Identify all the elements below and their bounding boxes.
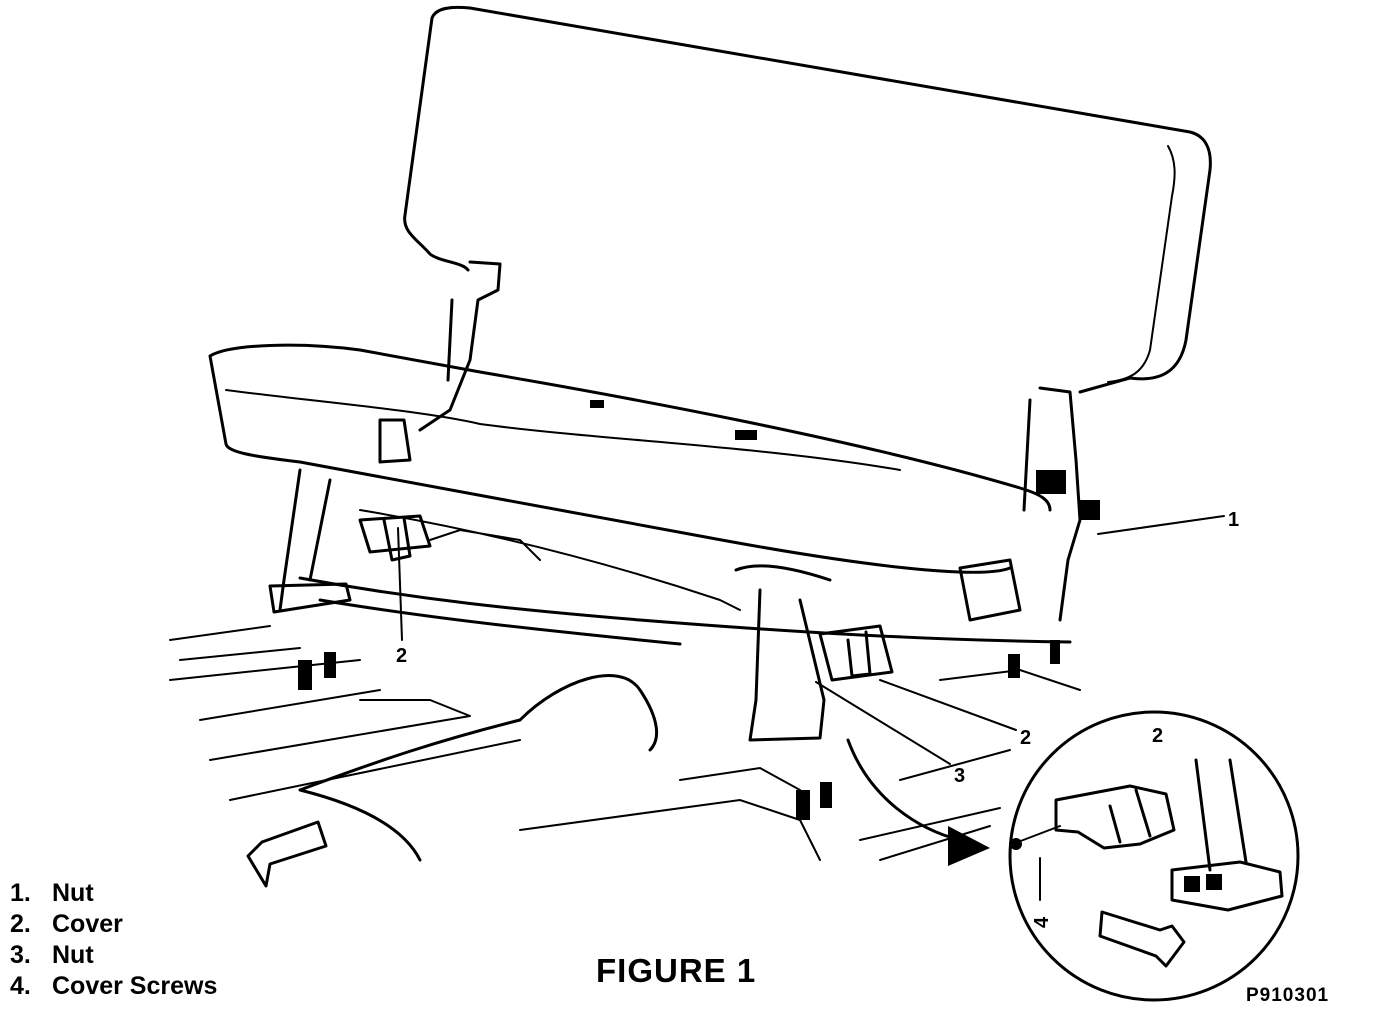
detail-cover bbox=[1054, 784, 1176, 850]
seat-cushion bbox=[208, 343, 1052, 574]
callout-cover-left: 2 bbox=[396, 645, 407, 667]
legend-number: 2. bbox=[10, 910, 31, 938]
callout-detail-screws: 4 bbox=[1031, 916, 1053, 928]
leader-nut-right bbox=[1097, 515, 1225, 535]
legend-item: 1. Nut bbox=[10, 878, 217, 909]
legend-item: 4. Cover Screws bbox=[10, 971, 217, 1002]
seat-cushion-seam bbox=[225, 389, 901, 471]
cushion-buttons bbox=[590, 400, 757, 440]
front-direction-arrow bbox=[246, 820, 328, 888]
seat-back bbox=[403, 5, 1212, 394]
floor-pan bbox=[169, 625, 1081, 861]
leader-cover-center bbox=[879, 679, 1017, 731]
leader-nut-center bbox=[815, 681, 951, 765]
left-hinge-bracket bbox=[378, 260, 502, 464]
legend-number: 4. bbox=[10, 972, 31, 1000]
detail-arrow bbox=[846, 738, 962, 842]
callout-detail-cover: 2 bbox=[1152, 725, 1163, 747]
seat-frame-center-leg bbox=[734, 564, 832, 742]
detail-screw-leader bbox=[1017, 825, 1061, 901]
legend-label: Cover Screws bbox=[52, 972, 218, 1000]
floor-tunnel bbox=[298, 674, 659, 862]
legend-label: Nut bbox=[52, 879, 94, 907]
legend-item: 3. Nut bbox=[10, 940, 217, 971]
figure-title: FIGURE 1 bbox=[596, 952, 757, 989]
detail-screw bbox=[1010, 838, 1022, 850]
right-studs bbox=[1008, 640, 1060, 678]
seat-frame-left-leg bbox=[268, 468, 352, 614]
left-front-studs bbox=[298, 652, 336, 690]
center-studs bbox=[796, 782, 832, 820]
right-hinge-bracket bbox=[958, 386, 1082, 622]
legend-item: 2. Cover bbox=[10, 909, 217, 940]
figure-code: P910301 bbox=[1246, 985, 1330, 1006]
detail-bracket bbox=[1170, 758, 1284, 912]
right-hinge-hardware bbox=[1036, 470, 1100, 520]
legend-number: 3. bbox=[10, 941, 31, 969]
detail-arrowhead bbox=[948, 826, 990, 866]
legend-label: Cover bbox=[52, 910, 123, 938]
legend-label: Nut bbox=[52, 941, 94, 969]
callout-cover-center: 2 bbox=[1020, 727, 1031, 749]
seat-frame-crossmember bbox=[359, 509, 741, 611]
callout-nut-center: 3 bbox=[954, 765, 965, 787]
callout-nut-right: 1 bbox=[1228, 509, 1239, 531]
detail-direction-arrow bbox=[1098, 910, 1186, 968]
legend-number: 1. bbox=[10, 879, 31, 907]
parts-legend: 1. Nut 2. Cover 3. Nut 4. Cover Screws bbox=[10, 878, 217, 1002]
leader-cover-left bbox=[397, 527, 403, 641]
center-cover bbox=[818, 624, 894, 682]
left-cover bbox=[358, 514, 432, 562]
seat-back-inner-edge bbox=[1107, 145, 1176, 383]
detail-view-circle bbox=[1008, 710, 1300, 1002]
detail-bolts bbox=[1184, 874, 1222, 892]
seat-frame-rail bbox=[298, 576, 1072, 646]
